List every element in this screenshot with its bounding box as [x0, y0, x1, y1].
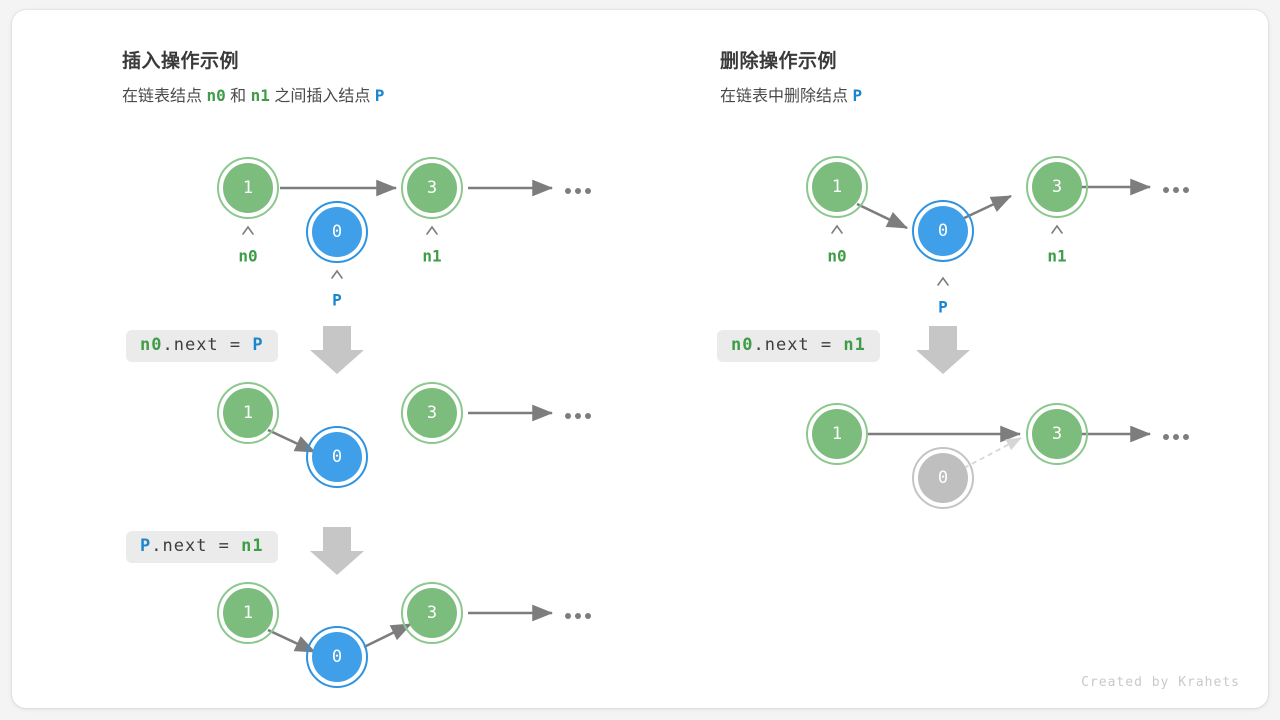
- delete-panel: 删除操作示例 在链表中删除结点 P n0.next = n1: [602, 10, 1268, 708]
- step-arrow-down-icon: [310, 326, 364, 374]
- ellipsis-dots: [565, 413, 591, 419]
- node-value: 3: [427, 603, 437, 623]
- insert-diagram-svg: 1 n0 0 P 3 n1: [217, 157, 591, 688]
- node-value: 3: [427, 178, 437, 198]
- node-3: 3: [401, 582, 463, 644]
- pointer-label-n1: n1: [422, 247, 441, 266]
- node-value: 1: [243, 603, 253, 623]
- delete-panel-title: 删除操作示例: [720, 51, 838, 72]
- node-n0: 1: [217, 157, 279, 219]
- delete-panel-subtitle: 在链表中删除结点 P: [720, 86, 863, 105]
- node-1: 1: [806, 403, 868, 465]
- node-3: 3: [401, 382, 463, 444]
- insert-step1-code: n0.next = P: [126, 330, 278, 362]
- node-p: 0: [912, 200, 974, 262]
- insert-step2-code: P.next = n1: [126, 531, 278, 563]
- node-value: 1: [243, 178, 253, 198]
- insert-panel-title: 插入操作示例: [122, 51, 240, 72]
- pointer-label-p: P: [332, 291, 342, 310]
- node-n1: 3: [401, 157, 463, 219]
- insert-row-initial: 1 n0 0 P 3 n1: [217, 157, 591, 310]
- delete-row-final: 1 0 3: [806, 403, 1189, 509]
- ellipsis-dots: [565, 188, 591, 194]
- node-value: 0: [938, 221, 948, 241]
- node-1: 1: [217, 382, 279, 444]
- node-value: 1: [243, 403, 253, 423]
- ellipsis-dots: [565, 613, 591, 619]
- delete-diagram-svg: 1 n0 0 P 3 n1: [806, 156, 1189, 509]
- node-value: 0: [938, 468, 948, 488]
- delete-row-initial: 1 n0 0 P 3 n1: [806, 156, 1189, 317]
- node-0: 0: [306, 426, 368, 488]
- pointer-label-n0: n0: [827, 247, 846, 266]
- node-value: 3: [1052, 177, 1062, 197]
- diagram-card: 插入操作示例 在链表结点 n0 和 n1 之间插入结点 P n0.next = …: [12, 10, 1268, 708]
- node-0: 0: [306, 626, 368, 688]
- ellipsis-dots: [1163, 434, 1189, 440]
- node-value: 0: [332, 447, 342, 467]
- node-deleted: 0: [912, 447, 974, 509]
- node-value: 3: [427, 403, 437, 423]
- node-p: 0: [306, 201, 368, 263]
- node-value: 3: [1052, 424, 1062, 444]
- node-value: 1: [832, 177, 842, 197]
- insert-row-step2: 1 0 3: [217, 582, 591, 688]
- pointer-label-p: P: [938, 298, 948, 317]
- insert-panel-subtitle: 在链表结点 n0 和 n1 之间插入结点 P: [122, 86, 385, 105]
- node-n1: 3: [1026, 156, 1088, 218]
- node-value: 1: [832, 424, 842, 444]
- delete-step1-code: n0.next = n1: [717, 330, 880, 362]
- insert-panel: 插入操作示例 在链表结点 n0 和 n1 之间插入结点 P n0.next = …: [12, 10, 640, 708]
- step-arrow-down-icon: [916, 326, 970, 374]
- pointer-label-n1: n1: [1047, 247, 1066, 266]
- credit-label: Created by Krahets: [1081, 675, 1240, 690]
- ellipsis-dots: [1163, 187, 1189, 193]
- node-1: 1: [217, 582, 279, 644]
- insert-row-step1: 1 0 3: [217, 382, 591, 488]
- node-n0: 1: [806, 156, 868, 218]
- pointer-label-n0: n0: [238, 247, 257, 266]
- node-value: 0: [332, 647, 342, 667]
- node-3: 3: [1026, 403, 1088, 465]
- step-arrow-down-icon: [310, 527, 364, 575]
- node-value: 0: [332, 222, 342, 242]
